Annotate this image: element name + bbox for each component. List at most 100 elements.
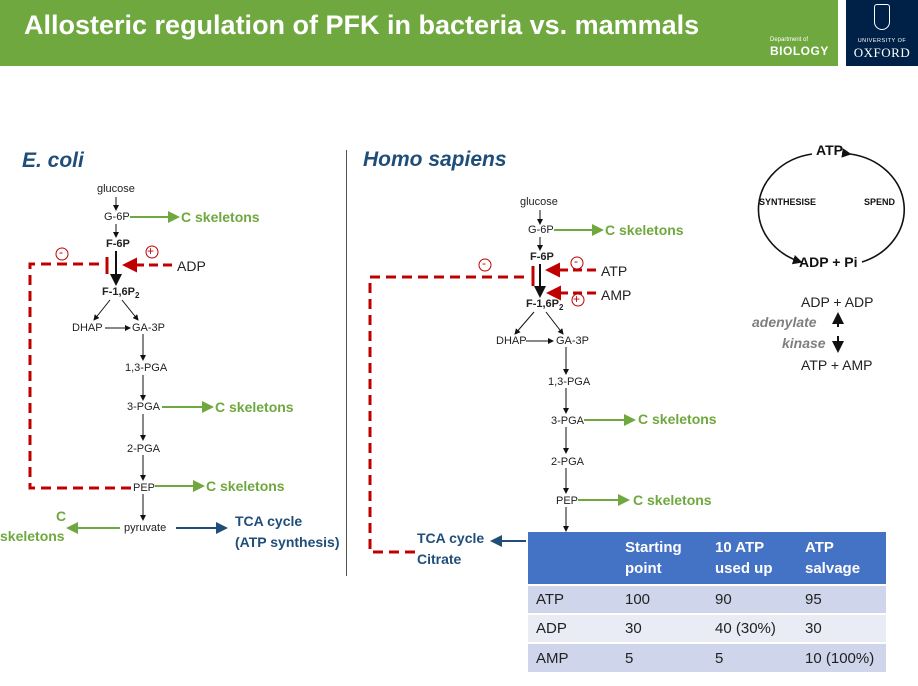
column-divider — [346, 150, 347, 576]
homo-minus-sign-1 — [478, 258, 492, 272]
ecoli-c-skeletons-2: C skeletons — [215, 399, 294, 415]
ecoli-minus-text: - — [59, 245, 63, 259]
homo-minus-sign-2 — [570, 256, 584, 270]
cycle-atp: ATP — [816, 142, 843, 158]
oxford-logo: UNIVERSITY OF OXFORD — [846, 0, 918, 66]
ecoli-f16p2-base: F-1,6P — [102, 286, 136, 298]
homo-f16p2-sub: 2 — [559, 303, 564, 313]
ecoli-f16p2-sub: 2 — [135, 291, 140, 301]
ecoli-pep: PEP — [133, 482, 156, 494]
nucleotide-table: Starting point 10 ATP used up ATP salvag… — [528, 532, 886, 672]
homo-pathway-arrows — [514, 210, 569, 532]
homo-c-skeletons-3: C skeletons — [633, 492, 712, 508]
homo-plus-text: + — [573, 292, 581, 306]
ecoli-c-skeletons-3: C skeletons — [206, 478, 285, 494]
university-name: OXFORD — [853, 45, 911, 60]
department-small-text: Department of — [770, 37, 809, 43]
ecoli-ga3p: GA-3P — [132, 322, 166, 334]
homo-13pga: 1,3-PGA — [548, 376, 591, 388]
homo-dhap: DHAP — [496, 335, 527, 347]
ecoli-atp-synthesis: (ATP synthesis) — [235, 534, 340, 550]
cycle-spend: SPEND — [864, 197, 896, 207]
kinase-label-adenylate: adenylate — [752, 314, 817, 330]
table-cell: 95 — [797, 584, 886, 614]
university-small-text: UNIVERSITY OF — [857, 38, 907, 44]
table-row: AMP 5 5 10 (100%) — [528, 642, 886, 672]
department-logo: Department of BIOLOGY — [770, 37, 829, 58]
ecoli-plus-text: + — [147, 244, 155, 258]
ecoli-pyruvate: pyruvate — [124, 522, 167, 534]
cycle-synthesise: SYNTHESISE — [759, 197, 817, 207]
table-cell: 30 — [617, 613, 707, 643]
ecoli-3pga: 3-PGA — [127, 401, 161, 413]
homo-amp: AMP — [601, 287, 632, 303]
ecoli-g6p: G-6P — [104, 211, 130, 223]
ecoli-c-skeletons-left-1: C — [56, 508, 67, 524]
homo-citrate-feedback — [368, 275, 526, 554]
table-row: ADP 30 40 (30%) 30 — [528, 613, 886, 643]
table-cell: 5 — [707, 642, 797, 672]
homo-f16p2: F-1,6P2 — [526, 298, 563, 312]
homo-minus-text-1: - — [482, 256, 486, 270]
homo-c-skeletons-2: C skeletons — [638, 411, 717, 427]
ecoli-13pga: 1,3-PGA — [125, 362, 168, 374]
table-header-cell: ATP salvage — [797, 532, 886, 585]
homo-glucose: glucose — [520, 196, 558, 208]
crest-icon — [874, 4, 890, 30]
homo-plus-sign — [571, 293, 585, 307]
kinase-atp-amp: ATP + AMP — [801, 357, 873, 373]
ecoli-pathway-arrows — [93, 197, 146, 521]
ecoli-c-skeletons-1: C skeletons — [181, 209, 260, 225]
homo-pep: PEP — [556, 495, 579, 507]
department-name: BIOLOGY — [770, 44, 829, 58]
homo-c-skeletons-1: C skeletons — [605, 222, 684, 238]
ecoli-plus-sign — [145, 245, 159, 259]
table-cell: 30 — [797, 613, 886, 643]
table-header-cell — [528, 532, 617, 585]
homo-2pga: 2-PGA — [551, 456, 585, 468]
table-row: ATP 100 90 95 — [528, 584, 886, 614]
table-cell: AMP — [528, 642, 617, 672]
kinase-label-kinase: kinase — [782, 335, 826, 351]
homo-3pga: 3-PGA — [551, 415, 585, 427]
homo-minus-text-2: - — [574, 254, 578, 268]
ecoli-c-skeleton-arrows — [66, 211, 214, 534]
table-header-row: Starting point 10 ATP used up ATP salvag… — [528, 532, 886, 585]
homo-f16p2-base: F-1,6P — [526, 298, 560, 310]
table-cell: ADP — [528, 613, 617, 643]
table-cell: 10 (100%) — [797, 642, 886, 672]
homo-c-skeleton-arrows — [554, 224, 636, 506]
table-cell: ATP — [528, 584, 617, 614]
kinase-adp-adp: ADP + ADP — [801, 294, 874, 310]
table-header-cell: Starting point — [617, 532, 707, 585]
ecoli-f6p: F-6P — [106, 238, 130, 250]
ecoli-dhap: DHAP — [72, 322, 103, 334]
slide-title: Allosteric regulation of PFK in bacteria… — [24, 10, 700, 40]
header-bar: Allosteric regulation of PFK in bacteria… — [0, 0, 838, 66]
ecoli-minus-sign — [55, 247, 69, 261]
ecoli-heading: E. coli — [22, 149, 84, 172]
ecoli-c-skeletons-left-2: skeletons — [0, 528, 65, 544]
homo-g6p: G-6P — [528, 224, 554, 236]
cycle-adp-pi: ADP + Pi — [799, 254, 858, 270]
ecoli-tca-cycle: TCA cycle — [235, 513, 303, 529]
table-cell: 5 — [617, 642, 707, 672]
homo-citrate: Citrate — [417, 551, 462, 567]
ecoli-f16p2: F-1,6P2 — [102, 286, 139, 300]
table-cell: 90 — [707, 584, 797, 614]
table-header-cell: 10 ATP used up — [707, 532, 797, 585]
homo-atp-amp-arrows — [545, 262, 596, 301]
ecoli-2pga: 2-PGA — [127, 443, 161, 455]
ecoli-glucose: glucose — [97, 183, 135, 195]
homo-ga3p: GA-3P — [556, 335, 590, 347]
homo-tca-cycle: TCA cycle — [417, 530, 485, 546]
ecoli-adp: ADP — [177, 258, 206, 274]
atp-cycle — [757, 148, 906, 265]
ecoli-pep-feedback — [28, 262, 131, 490]
table-cell: 100 — [617, 584, 707, 614]
table-cell: 40 (30%) — [707, 613, 797, 643]
homo-f6p: F-6P — [530, 251, 554, 263]
homo-atp: ATP — [601, 263, 628, 279]
homo-heading: Homo sapiens — [363, 148, 507, 171]
